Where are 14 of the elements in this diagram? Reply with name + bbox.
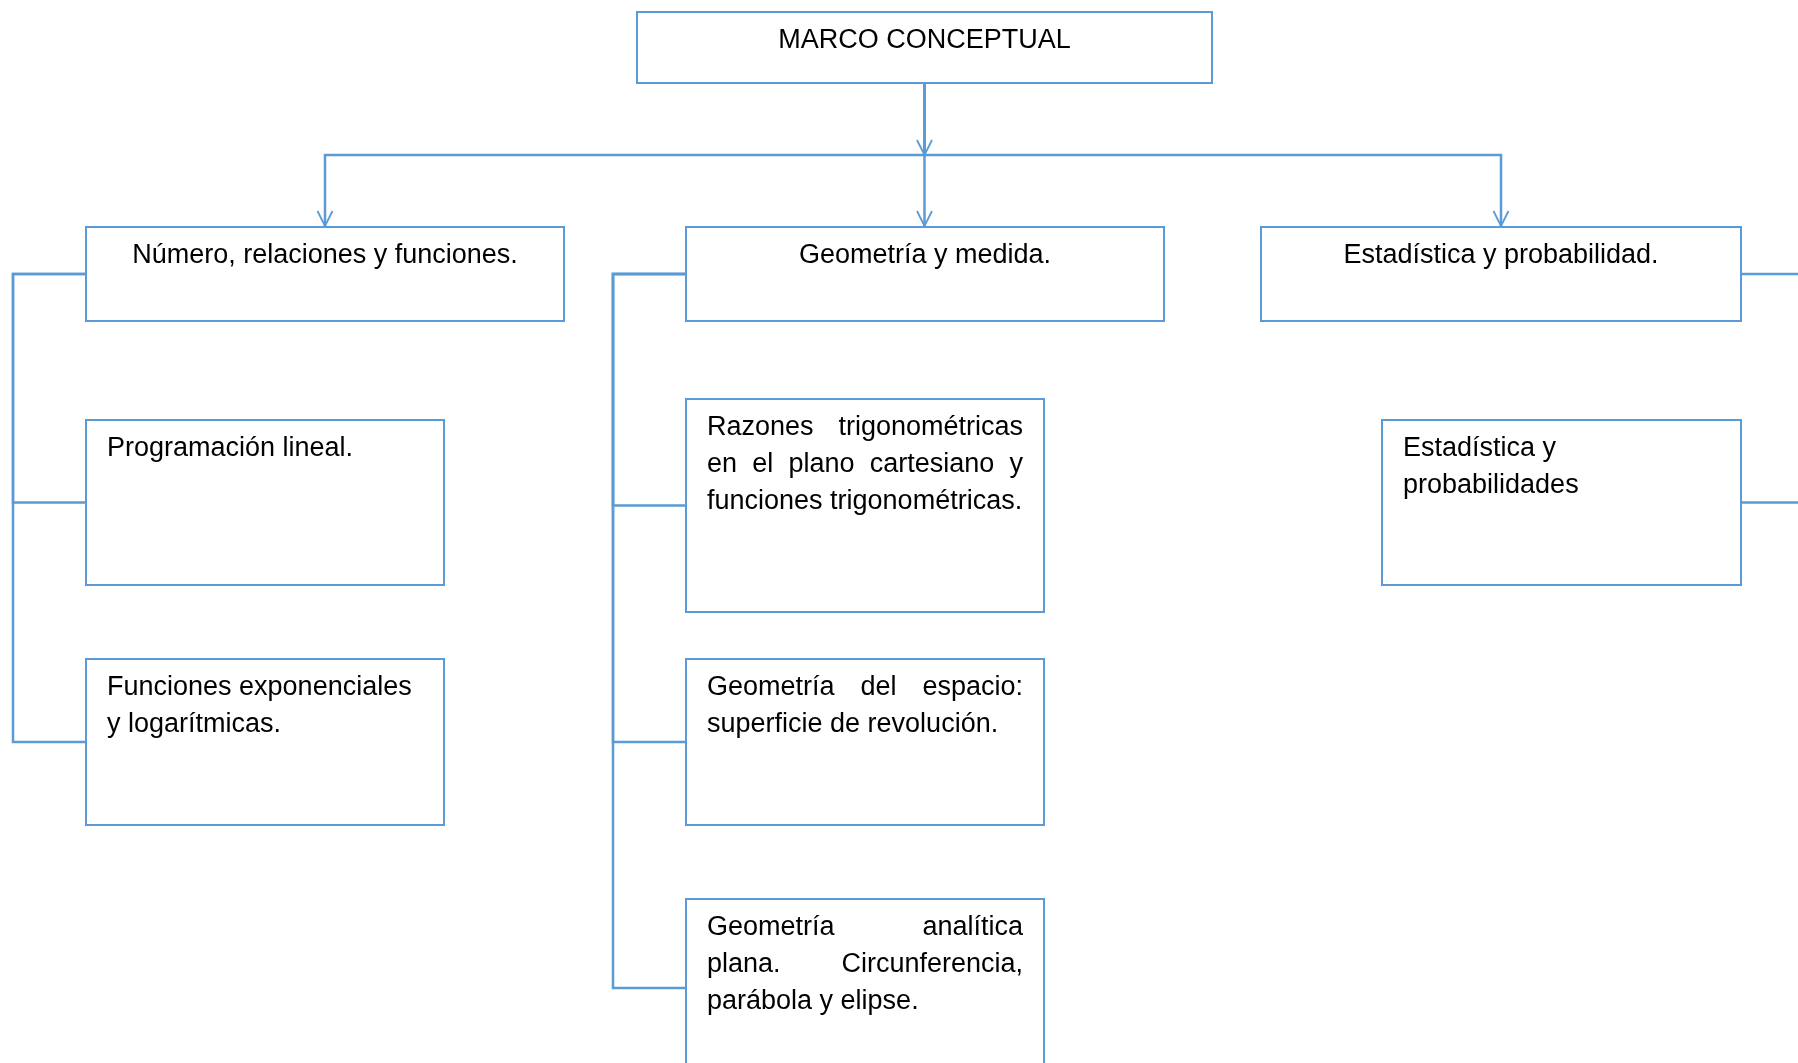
arrow xyxy=(923,84,1510,227)
topic-box: Geometría y medida. xyxy=(685,226,1165,322)
topic-box: Geometría del espacio: superficie de revolución. xyxy=(685,658,1045,826)
topic-box: Geometría analítica plana. Circunferencia, parábola y elipse. xyxy=(685,898,1045,1063)
topic-box: Estadística y probabilidad. xyxy=(1260,226,1742,322)
title-box: MARCO CONCEPTUAL xyxy=(636,11,1213,84)
topic-box: Funciones exponenciales y logarítmicas. xyxy=(85,658,445,826)
topic-box: Estadística y probabilidades xyxy=(1381,419,1742,586)
topic-box: Número, relaciones y funciones. xyxy=(85,226,565,322)
topic-box: Razones trigonométricas en el plano cartesiano y funciones trigonométricas. xyxy=(685,398,1045,613)
topic-box: Programación lineal. xyxy=(85,419,445,586)
connector-line xyxy=(1742,272,1798,504)
connector-line xyxy=(11,272,85,744)
connector-line xyxy=(611,272,685,990)
